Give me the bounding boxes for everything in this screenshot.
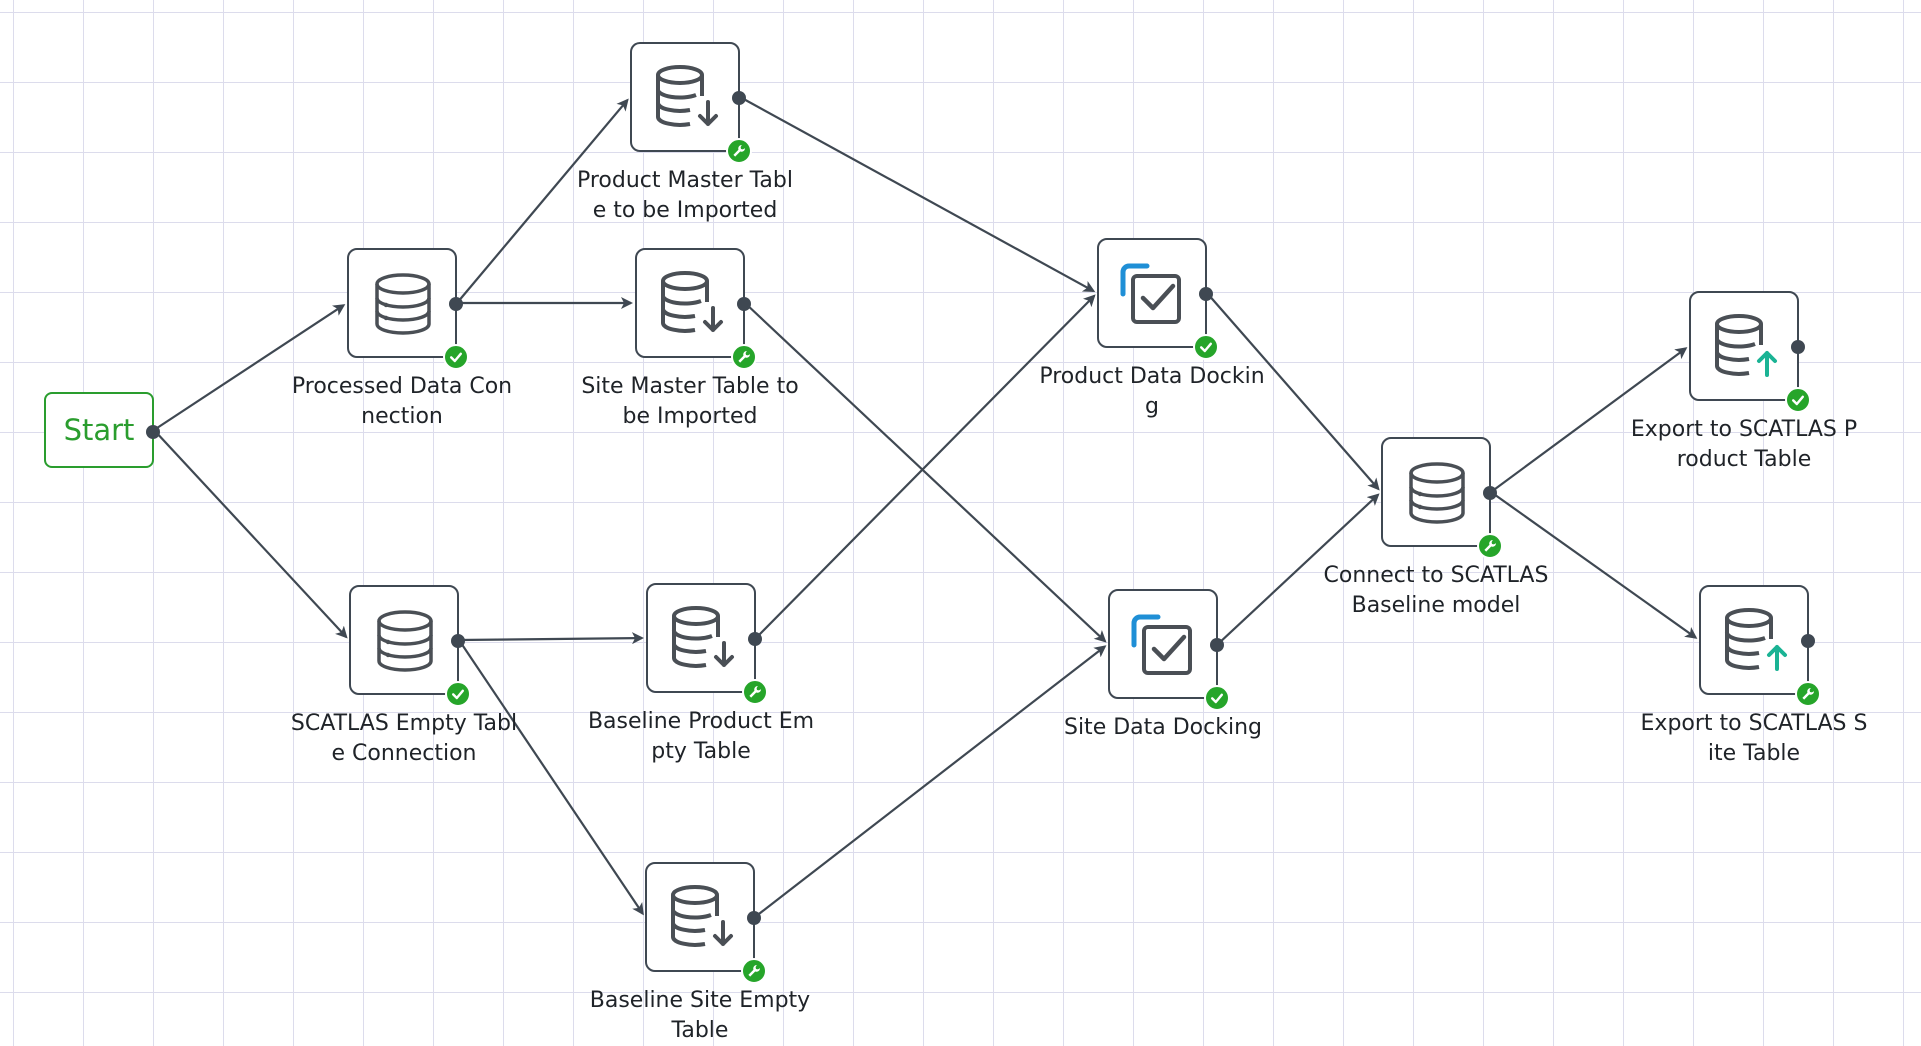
- output-port[interactable]: [1199, 287, 1213, 301]
- wrench-status-icon: [726, 138, 752, 164]
- wrench-status-icon: [1477, 533, 1503, 559]
- start-label: Start: [63, 413, 135, 447]
- database-icon: [1401, 457, 1473, 529]
- check-status-icon: [443, 344, 469, 370]
- docking-icon: [1128, 609, 1200, 681]
- edge-site-docking-to-connect-baseline[interactable]: [1217, 493, 1380, 645]
- database-export-icon: [1719, 605, 1791, 677]
- start-node[interactable]: Start: [44, 392, 160, 468]
- edge-baseline-site-to-site-docking[interactable]: [754, 645, 1107, 918]
- node-product-master[interactable]: [630, 42, 752, 164]
- node-export-site[interactable]: [1699, 585, 1821, 707]
- edge-scatlas-empty-to-baseline-site[interactable]: [458, 639, 644, 916]
- edge-start-to-scatlas-empty[interactable]: [153, 429, 348, 639]
- edge-site-master-to-site-docking[interactable]: [744, 302, 1107, 643]
- edge-connect-baseline-to-export-product[interactable]: [1490, 347, 1688, 493]
- node-site-docking[interactable]: [1108, 589, 1230, 711]
- node-label: Product Data Dockin g: [1039, 364, 1265, 419]
- node-scatlas-empty[interactable]: [349, 585, 471, 707]
- output-port[interactable]: [737, 297, 751, 311]
- node-product-docking[interactable]: [1097, 238, 1219, 360]
- edge-start-to-processed[interactable]: [153, 304, 346, 431]
- output-port[interactable]: [1791, 340, 1805, 354]
- wrench-status-icon: [1795, 681, 1821, 707]
- database-import-icon: [666, 603, 738, 675]
- wrench-status-icon: [742, 679, 768, 705]
- output-port[interactable]: [1483, 486, 1497, 500]
- database-import-icon: [665, 882, 737, 954]
- output-port[interactable]: [449, 297, 463, 311]
- node-label: SCATLAS Empty Tabl e Connection: [290, 711, 518, 766]
- edge-product-master-to-product-docking[interactable]: [739, 96, 1096, 293]
- output-port[interactable]: [1210, 638, 1224, 652]
- node-label: Site Data Docking: [1063, 715, 1262, 740]
- wrench-status-icon: [741, 958, 767, 984]
- check-status-icon: [1204, 685, 1230, 711]
- edge-product-docking-to-connect-baseline[interactable]: [1206, 292, 1380, 491]
- node-label: Baseline Site Empty Table: [589, 988, 811, 1043]
- node-processed[interactable]: [347, 248, 469, 370]
- database-import-icon: [650, 62, 722, 134]
- check-status-icon: [445, 681, 471, 707]
- node-connect-baseline[interactable]: [1381, 437, 1503, 559]
- edge-processed-to-product-master[interactable]: [456, 98, 629, 304]
- database-icon: [367, 268, 439, 340]
- node-baseline-site[interactable]: [645, 862, 767, 984]
- output-port[interactable]: [732, 91, 746, 105]
- database-icon: [369, 605, 441, 677]
- node-label: Product Master Tabl e to be Imported: [576, 168, 793, 223]
- output-port[interactable]: [747, 911, 761, 925]
- node-label: Site Master Table to be Imported: [581, 374, 799, 429]
- node-label: Processed Data Con nection: [291, 374, 513, 429]
- wrench-status-icon: [731, 344, 757, 370]
- edge-scatlas-empty-to-baseline-product[interactable]: [458, 632, 645, 645]
- node-label: Export to SCATLAS S ite Table: [1640, 711, 1868, 766]
- node-baseline-product[interactable]: [646, 583, 768, 705]
- output-port[interactable]: [451, 634, 465, 648]
- output-port[interactable]: [146, 425, 160, 439]
- node-export-product[interactable]: [1689, 291, 1811, 413]
- node-site-master[interactable]: [635, 248, 757, 370]
- output-port[interactable]: [1801, 634, 1815, 648]
- node-label: Export to SCATLAS P roduct Table: [1630, 417, 1858, 472]
- node-label: Connect to SCATLAS Baseline model: [1323, 563, 1549, 618]
- node-label: Baseline Product Em pty Table: [587, 709, 815, 764]
- database-import-icon: [655, 268, 727, 340]
- edge-connect-baseline-to-export-site[interactable]: [1490, 491, 1698, 639]
- check-status-icon: [1193, 334, 1219, 360]
- edge-baseline-product-to-product-docking[interactable]: [755, 294, 1096, 639]
- database-export-icon: [1709, 311, 1781, 383]
- docking-icon: [1117, 258, 1189, 330]
- check-status-icon: [1785, 387, 1811, 413]
- output-port[interactable]: [748, 632, 762, 646]
